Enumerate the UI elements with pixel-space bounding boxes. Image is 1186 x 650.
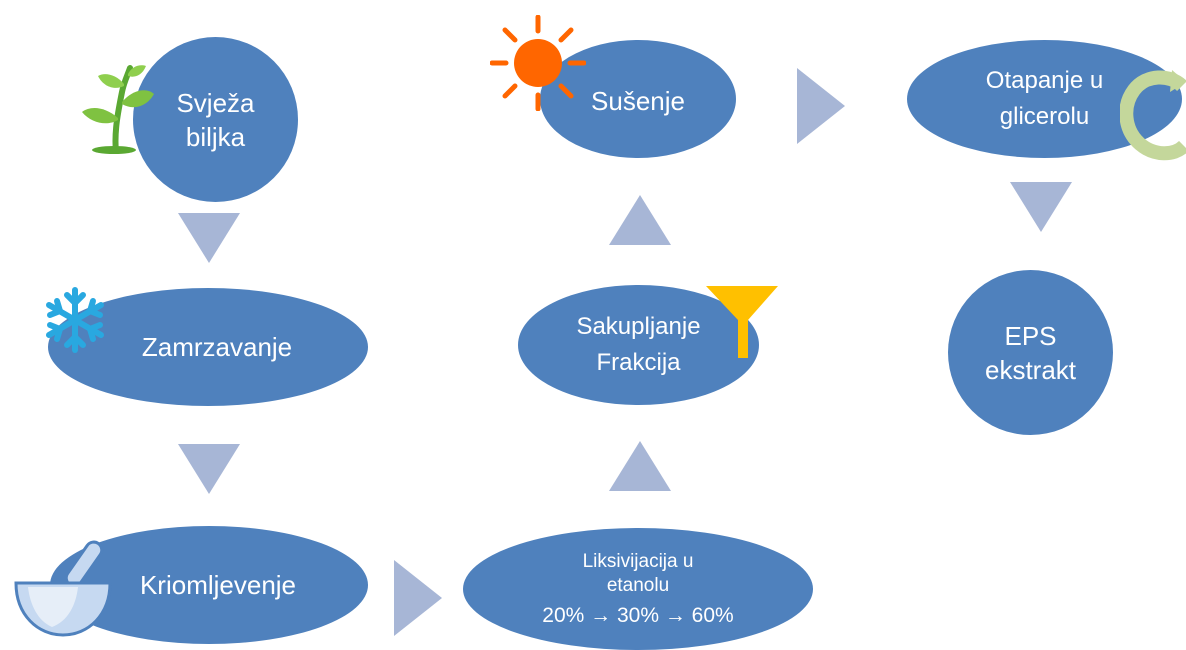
arrow-up-1 bbox=[609, 441, 671, 491]
node-susenje-label: Sušenje bbox=[591, 86, 685, 116]
node-susenje: Sušenje bbox=[540, 40, 736, 158]
node-svjeza-biljka: Svježa biljka bbox=[133, 37, 298, 202]
snowflake-icon bbox=[46, 287, 104, 353]
arrow-right-1 bbox=[394, 560, 442, 636]
mortar-pestle-icon bbox=[14, 540, 112, 637]
node-sakupljanje-line1: Sakupljanje bbox=[576, 313, 701, 340]
node-liksivijacija-line3: 20% → 30% → 60% bbox=[542, 604, 734, 627]
sun-icon bbox=[490, 15, 586, 111]
cycle-arrow-icon bbox=[1120, 70, 1186, 161]
node-zamrzavanje-label: Zamrzavanje bbox=[141, 332, 293, 362]
arrow-right-2 bbox=[797, 68, 845, 144]
node-liksivijacija-line1: Liksivijacija u bbox=[582, 551, 694, 572]
node-sakupljanje: Sakupljanje Frakcija bbox=[518, 285, 759, 405]
node-liksivijacija-line2: etanolu bbox=[606, 575, 670, 596]
arrow-down-2 bbox=[178, 444, 240, 494]
node-kriomljevenje-label: Kriomljevenje bbox=[139, 570, 297, 600]
node-eps-ekstrakt-line1: EPS bbox=[1004, 320, 1057, 351]
node-eps-ekstrakt: EPS ekstrakt bbox=[948, 270, 1113, 435]
arrow-up-2 bbox=[609, 195, 671, 245]
arrow-down-1 bbox=[178, 213, 240, 263]
node-sakupljanje-line2: Frakcija bbox=[596, 349, 681, 376]
node-eps-ekstrakt-line2: ekstrakt bbox=[984, 354, 1077, 385]
node-otapanje-line1: Otapanje u bbox=[985, 67, 1104, 94]
node-svjeza-biljka-line2: biljka bbox=[185, 121, 246, 152]
funnel-icon bbox=[706, 286, 778, 358]
arrow-down-3 bbox=[1010, 182, 1072, 232]
node-svjeza-biljka-line1: Svježa bbox=[176, 87, 255, 118]
node-otapanje-line2: glicerolu bbox=[999, 103, 1090, 130]
plant-icon bbox=[82, 65, 154, 154]
node-liksivijacija: Liksivijacija u etanolu 20% → 30% → 60% bbox=[463, 528, 813, 650]
